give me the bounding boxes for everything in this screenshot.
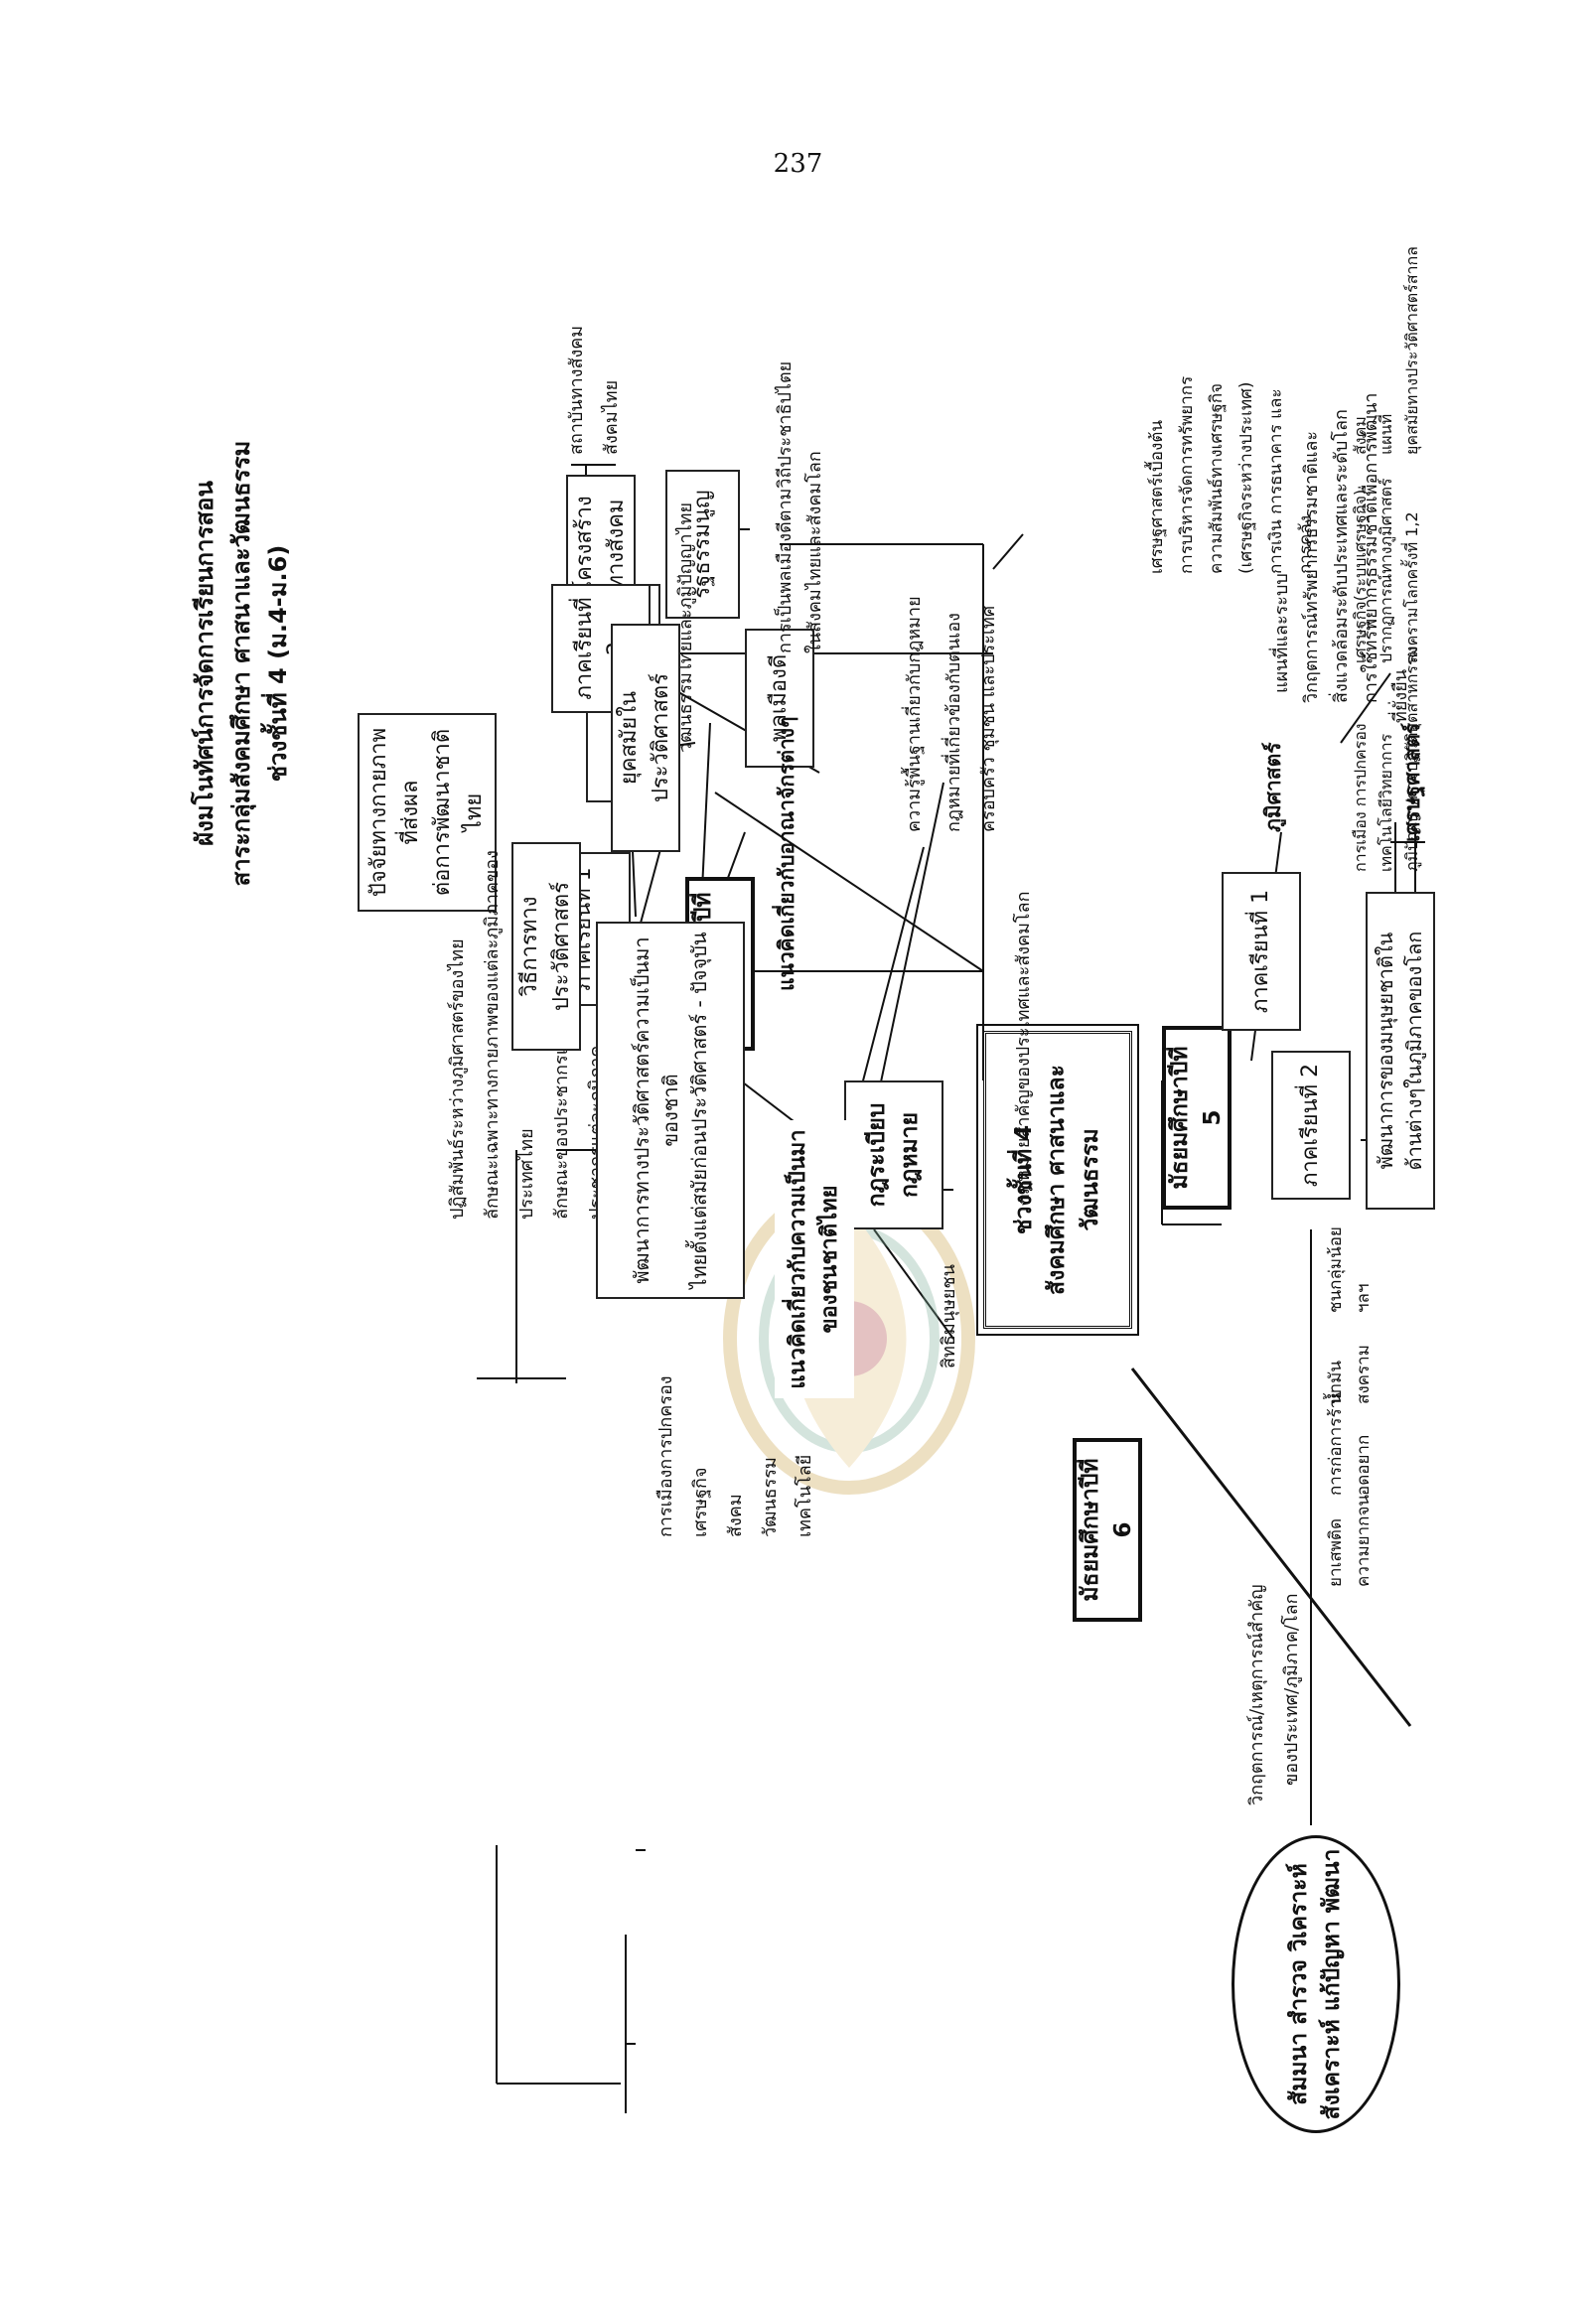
concept-map-canvas: ผังมโนทัศน์การจัดการเรียนการสอน สาระกลุ่…	[159, 216, 1440, 2223]
m5-t2-civ-item-2: เศรษฐกิจ(ระบบเศรษฐกิจ)	[1351, 489, 1370, 663]
m4-t1-law-item-5: สิทธิมนุษยชน	[939, 1264, 959, 1368]
development-line-2: ไทยตั้งแต่สมัยก่อนประวัติศาสตร์ - ปัจจุบ…	[686, 932, 711, 1289]
m5-t1-eco-item-5: การเงิน การธนาคาร และ	[1266, 388, 1286, 574]
m5-t1-eco-item-3: ความสัมพันธ์ทางเศรษฐกิจ	[1207, 382, 1227, 574]
m6-node: มัธยมศึกษาปีที่ 6	[1073, 1438, 1142, 1622]
structure-line-1: โครงสร้าง	[572, 496, 598, 593]
m5-t2-civ-item-8: สงครามโลกครั้งที่ 1,2	[1402, 511, 1421, 663]
m5-t2-civ-item-5: ปรากฏการณ์ทางภูมิศาสตร์	[1377, 478, 1395, 663]
m4-t1-law-item-1: ความรู้พื้นฐานเกี่ยวกับกฎหมาย	[904, 596, 925, 832]
law-line-1: กฎระเบียบ	[863, 1102, 890, 1208]
m4-t2-factor-item-1: ปฏิสัมพันธ์ระหว่างภูมิศาสตร์ของไทย	[447, 938, 468, 1220]
m4-t2-origin-item-3: สังคม	[725, 1494, 746, 1537]
m4-t2-factors: ปัจจัยทางกายภาพที่ส่งผล ต่อการพัฒนาชาติไ…	[358, 713, 497, 912]
m6-crisis-item-8: ฯลฯ	[1354, 1283, 1374, 1313]
m6-crisis-item-6: อดอยาก	[1354, 1434, 1374, 1496]
title-line-3: ช่วงชั้นที่ 4 (ม.4-ม.6)	[264, 544, 293, 783]
method-line-2: สังเคราะห์ แก้ปัญหา พัฒนา	[1319, 1848, 1345, 2120]
m5-t2-label-box: ภาคเรียนที่ 2	[1271, 1051, 1351, 1200]
structure-line-2: ทางสังคม	[604, 499, 629, 590]
origin-line-1: แนวคิดเกี่ยวกับความเป็นมา	[786, 1129, 811, 1389]
map-title: ผังมโนทัศน์การจัดการเรียนการสอน สาระกลุ่…	[187, 316, 298, 1011]
m4-t1-law: กฎระเบียบ กฎหมาย	[844, 1080, 943, 1229]
m5-t2-civ-item-4: เทคโนโลยีวิทยาการ	[1377, 733, 1395, 872]
m5-t2-civ-item-7: ภูมิปัญญา/การปฏิวัติอุตสาหกรรม	[1402, 646, 1421, 872]
m6-crisis-item-3: น้ำมัน	[1326, 1361, 1346, 1404]
m6-crisis-line-2: ของประเทศ/ภูมิภาค/โลก	[1281, 1593, 1302, 1786]
edge-center-m6	[1130, 1367, 1412, 1727]
m6-method: สัมมนา สำรวจ วิเคราะห์ สังเคราะห์ แก้ปัญ…	[1232, 1835, 1400, 2133]
m6-crisis-item-4: ชนกลุ่มน้อย	[1326, 1226, 1346, 1313]
civ-line-1: พัฒนาการของมนุษยชาติใน	[1374, 932, 1397, 1170]
center-node: ช่วงชั้นที่ 4 สังคมศึกษา ศาสนาและวัฒนธรร…	[979, 1017, 1136, 1343]
development-line-1: พัฒนาการทางประวัติศาสตร์ความเป็นมาของชาต…	[629, 936, 682, 1284]
m4-t2-origin-item-2: เศรษฐกิจ	[690, 1467, 711, 1538]
m5-t2-civ: พัฒนาการของมนุษยชาติใน ด้านต่างๆในภูมิภา…	[1366, 892, 1435, 1210]
m5-t1-geo-item-3: สิ่งแวดล้อมระดับประเทศและระดับโลก	[1331, 409, 1352, 703]
m5-t1-eco-item-1: เศรษฐศาสตร์เบื้องต้น	[1147, 420, 1167, 574]
m5-t1-geo: ภูมิศาสตร์	[1261, 742, 1285, 832]
m4-t1-law-item-2: กฎหมายที่เกี่ยวข้องกับตนเอง	[943, 613, 964, 832]
m4-t2-method: วิธีการทางประวัติศาสตร์	[511, 842, 581, 1051]
civ-line-2: ด้านต่างๆในภูมิภาคของโลก	[1402, 931, 1426, 1171]
m4-t2-origin-item-1: การเมืองการปกครอง	[655, 1375, 676, 1537]
m5-t1-eco-item-2: การบริหารจัดการทรัพยากร	[1177, 375, 1197, 574]
m4-t1-law-item-4: กฎหมายสำคัญของประเทศและสังคมโลก	[1013, 891, 1034, 1205]
m4-t1-structure-item-2: สังคมไทย	[601, 379, 622, 455]
m4-t2-factor-item-2: ลักษณะเฉพาะทางกายภาพของแต่ละภูมิภาคของ	[482, 850, 503, 1220]
m5-node: มัธยมศึกษาปีที่ 5	[1162, 1026, 1232, 1210]
m4-t2-kingdoms: แนวคิดเกี่ยวกับอาณาจักรต่างๆ	[775, 716, 798, 991]
m4-t2-factor-item-3: ประเทศไทย	[516, 1128, 537, 1220]
m4-t2-origin-item-5: เทคโนโลยี	[795, 1454, 815, 1537]
m5-t1-eco-item-4: (เศรษฐกิจระหว่างประเทศ)	[1236, 381, 1256, 574]
m5-t2-civ-item-9: ยุคสมัยทางประวัติศาสตร์สากล	[1402, 246, 1421, 455]
center-line-2: สังคมศึกษา ศาสนาและวัฒนธรรม	[1044, 1065, 1103, 1295]
m5-t1-node: ภาคเรียนที่ 1	[1222, 872, 1301, 1031]
m6-crisis-item-5: ความยากจน	[1354, 1494, 1374, 1587]
m5-t2-civ-item-1: การเมือง การปกครอง	[1351, 723, 1370, 872]
m4-t2-era: ยุคสมัยในประวัติศาสตร์	[611, 624, 680, 852]
m4-t1-citizen-item-1: การเป็นพลเมืองดีตามวิถีประชาธิปไตย	[775, 360, 796, 653]
m6-crisis-line-1: วิกฤตการณ์/เหตุการณ์สำคัญ	[1246, 1584, 1267, 1805]
origin-line-2: ของชนชาติไทย	[817, 1185, 842, 1334]
factors-line-1: ปัจจัยทางกายภาพที่ส่งผล	[366, 727, 424, 898]
concept-map-stage: ผังมโนทัศน์การจัดการเรียนการสอน สาระกลุ่…	[159, 216, 1440, 2223]
m4-t1-structure-item-1: สถาบันทางสังคม	[566, 325, 587, 455]
m4-t1-citizen-item-2: ในสังคมไทยและสังคมโลก	[804, 451, 825, 653]
title-line-1: ผังมโนทัศน์การจัดการเรียนการสอน	[191, 481, 218, 846]
m4-t2-development: พัฒนาการทางประวัติศาสตร์ความเป็นมาของชาต…	[596, 922, 745, 1299]
title-line-2: สาระกลุ่มสังคมศึกษา ศาสนาและวัฒนธรรม	[227, 440, 256, 887]
m5-t2-civ-item-6: แผนที่	[1377, 413, 1395, 455]
m4-t1-law-item-3: ครอบครัว ชุมชน และประเทศ	[978, 605, 999, 832]
m5-t1-geo-item-1: แผนที่และระบบ	[1271, 573, 1292, 693]
m5-t2-civ-item-3: สังคม	[1351, 416, 1370, 455]
m4-t2-origin: แนวคิดเกี่ยวกับความเป็นมา ของชนชาติไทย	[775, 1120, 854, 1398]
m6-crisis-item-2: การก่อการร้าย	[1326, 1388, 1346, 1496]
page-number: 237	[773, 149, 823, 179]
law-line-2: กฎหมาย	[897, 1111, 923, 1199]
m6-crisis-item-7: สงคราม	[1354, 1345, 1374, 1404]
m5-t1-eco-item-6: การคลัง	[1296, 514, 1316, 574]
method-line-1: สัมมนา สำรวจ วิเคราะห์	[1285, 1863, 1312, 2105]
m6-crisis-item-1: ยาเสพติด	[1326, 1518, 1346, 1587]
m4-t2-origin-item-4: วัฒนธรรม	[760, 1457, 781, 1537]
